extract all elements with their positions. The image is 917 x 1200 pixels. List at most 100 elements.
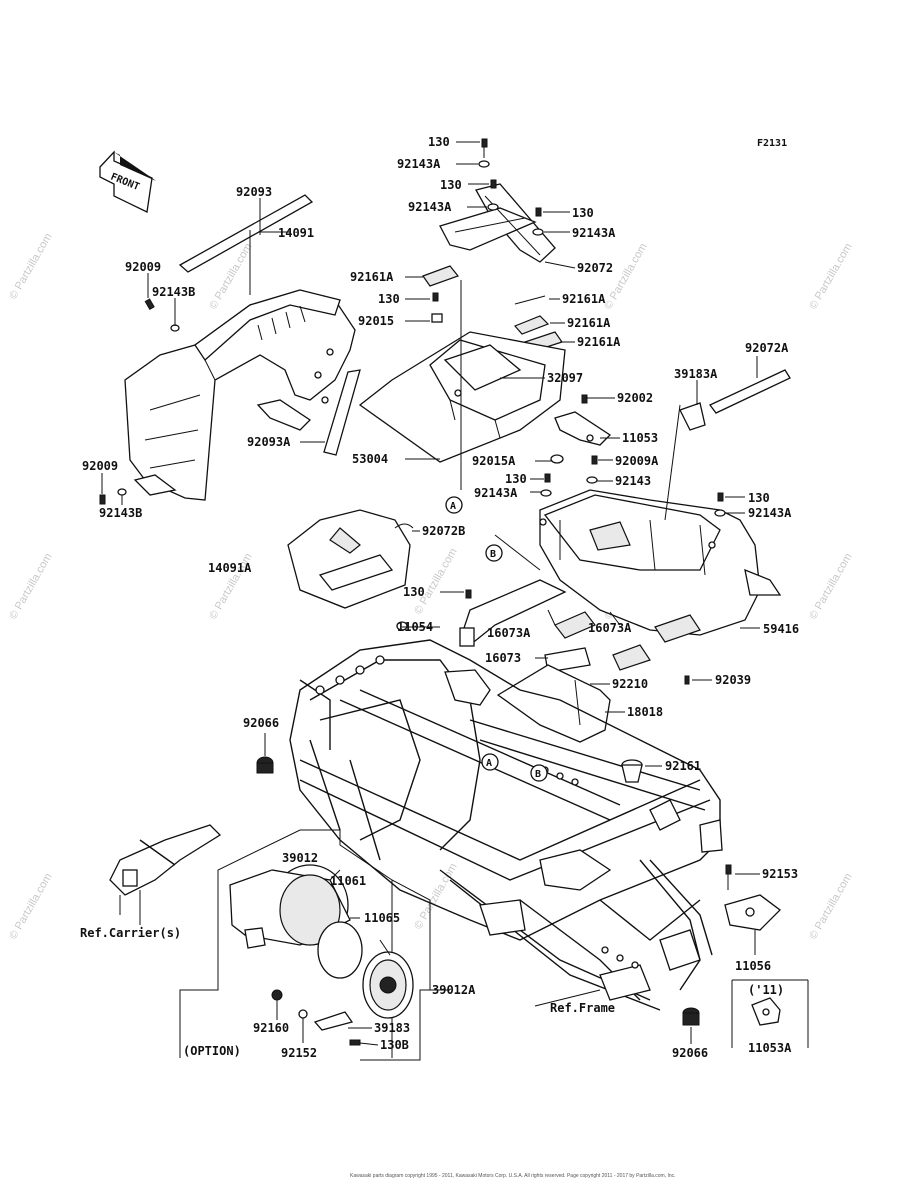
- part-label: 92152: [281, 1046, 317, 1060]
- diagram-id: F2131: [757, 138, 787, 149]
- light-39012: [229, 864, 351, 949]
- part-label: 130: [378, 292, 400, 306]
- strip-92072A: [708, 369, 791, 414]
- leader-lines-right: [402, 356, 760, 713]
- part-label: 53004: [352, 452, 388, 466]
- part-label: 92161A: [350, 270, 394, 284]
- part-label: 32097: [547, 371, 583, 385]
- part-label: 16073A: [588, 621, 632, 635]
- callout-b-top: B: [485, 544, 503, 562]
- part-label: (OPTION): [183, 1044, 241, 1058]
- part-label: 92143: [615, 474, 651, 488]
- part-label: 92066: [243, 716, 279, 730]
- part-label: 39183A: [674, 367, 718, 381]
- part-label: 11054: [397, 620, 433, 634]
- part-label: 92161A: [577, 335, 621, 349]
- watermark-text: © Partzilla.com: [807, 551, 854, 621]
- part-label: 92093A: [247, 435, 291, 449]
- trim-strip-92093: [178, 194, 314, 273]
- callout-letter: B: [490, 549, 496, 560]
- part-label: 16073A: [487, 626, 531, 640]
- part-label: 92093: [236, 185, 272, 199]
- part-label: 92009: [82, 459, 118, 473]
- part-label: 130: [403, 585, 425, 599]
- part-label: 39012A: [432, 983, 476, 997]
- part-label: Ref.Carrier(s): [80, 926, 181, 940]
- part-label: 92072B: [422, 524, 465, 538]
- lens-11065: [362, 951, 414, 1019]
- small-parts-option: [271, 869, 391, 1046]
- rear-fender-59416: [539, 489, 782, 636]
- part-label: 92015A: [472, 454, 516, 468]
- grommets: [256, 756, 700, 1026]
- part-label: 92153: [762, 867, 798, 881]
- part-label: 92143A: [474, 486, 518, 500]
- part-label: 92002: [617, 391, 653, 405]
- part-label: 92066: [672, 1046, 708, 1060]
- watermark-text: © Partzilla.com: [7, 871, 54, 941]
- part-label: 11065: [364, 911, 400, 925]
- watermark-text: © Partzilla.com: [7, 231, 54, 301]
- part-label: 92143A: [408, 200, 452, 214]
- callout-a-top: A: [445, 496, 463, 514]
- bracket-11053: [554, 411, 612, 446]
- trim-strip-92093A: [323, 369, 361, 456]
- part-label: 92072A: [745, 341, 789, 355]
- part-label: 11061: [330, 874, 366, 888]
- fender-14091: [124, 289, 356, 501]
- callout-letter: B: [535, 769, 541, 780]
- watermark-text: © Partzilla.com: [412, 861, 459, 931]
- pads-16073: [544, 611, 701, 673]
- watermark-text: © Partzilla.com: [602, 241, 649, 311]
- ring-11061: [317, 921, 363, 979]
- watermark-text: © Partzilla.com: [807, 241, 854, 311]
- part-label: 14091: [278, 226, 314, 240]
- box-11053A: [731, 979, 809, 1048]
- watermark-text: © Partzilla.com: [807, 871, 854, 941]
- part-label: 59416: [763, 622, 799, 636]
- callout-letter: A: [486, 758, 492, 769]
- bracket-92072: [439, 183, 556, 263]
- part-label: 92009A: [615, 454, 659, 468]
- part-label: 11053A: [748, 1041, 792, 1055]
- part-labels: 130 92143A 130 92143A 130 92143A 92072 9…: [80, 135, 799, 1060]
- part-label: 16073: [485, 651, 521, 665]
- part-label: 11056: [735, 959, 771, 973]
- part-label: 11053: [622, 431, 658, 445]
- part-label: 130: [748, 491, 770, 505]
- bolts-left: [99, 298, 180, 505]
- plate-53004: [358, 331, 566, 463]
- part-label: 92160: [253, 1021, 289, 1035]
- part-label: 130: [572, 206, 594, 220]
- callout-a-frame: A: [481, 753, 499, 771]
- part-label: 92015: [358, 314, 394, 328]
- watermark-text: © Partzilla.com: [412, 546, 459, 616]
- bolts-top: [431, 138, 544, 323]
- cover-14091A: [287, 509, 414, 609]
- leader-lines-top: [405, 141, 576, 490]
- leader-lines-frame: [264, 733, 692, 1044]
- part-label: 92143A: [748, 506, 792, 520]
- plate-18018: [496, 664, 611, 743]
- part-label: 130: [440, 178, 462, 192]
- part-label: 92143B: [99, 506, 142, 520]
- cap-11056: [724, 864, 781, 955]
- watermark-text: © Partzilla.com: [7, 551, 54, 621]
- part-label: 92039: [715, 673, 751, 687]
- part-label: 92161A: [562, 292, 606, 306]
- part-label: 39012: [282, 851, 318, 865]
- callout-letter: A: [450, 501, 456, 512]
- part-label: 14091A: [208, 561, 252, 575]
- ref-carrier: [109, 824, 222, 925]
- part-label: 130: [505, 472, 527, 486]
- front-arrow-icon: FRONT: [99, 150, 156, 213]
- part-label: 18018: [627, 705, 663, 719]
- part-label: 92009: [125, 260, 161, 274]
- part-label: 92161A: [567, 316, 611, 330]
- part-label: 92143A: [572, 226, 616, 240]
- part-label: Ref.Frame: [550, 1001, 615, 1015]
- copyright-text: Kawasaki parts diagram copyright 1995 - …: [350, 1173, 676, 1179]
- bolts-right: [396, 394, 726, 685]
- part-label: 92210: [612, 677, 648, 691]
